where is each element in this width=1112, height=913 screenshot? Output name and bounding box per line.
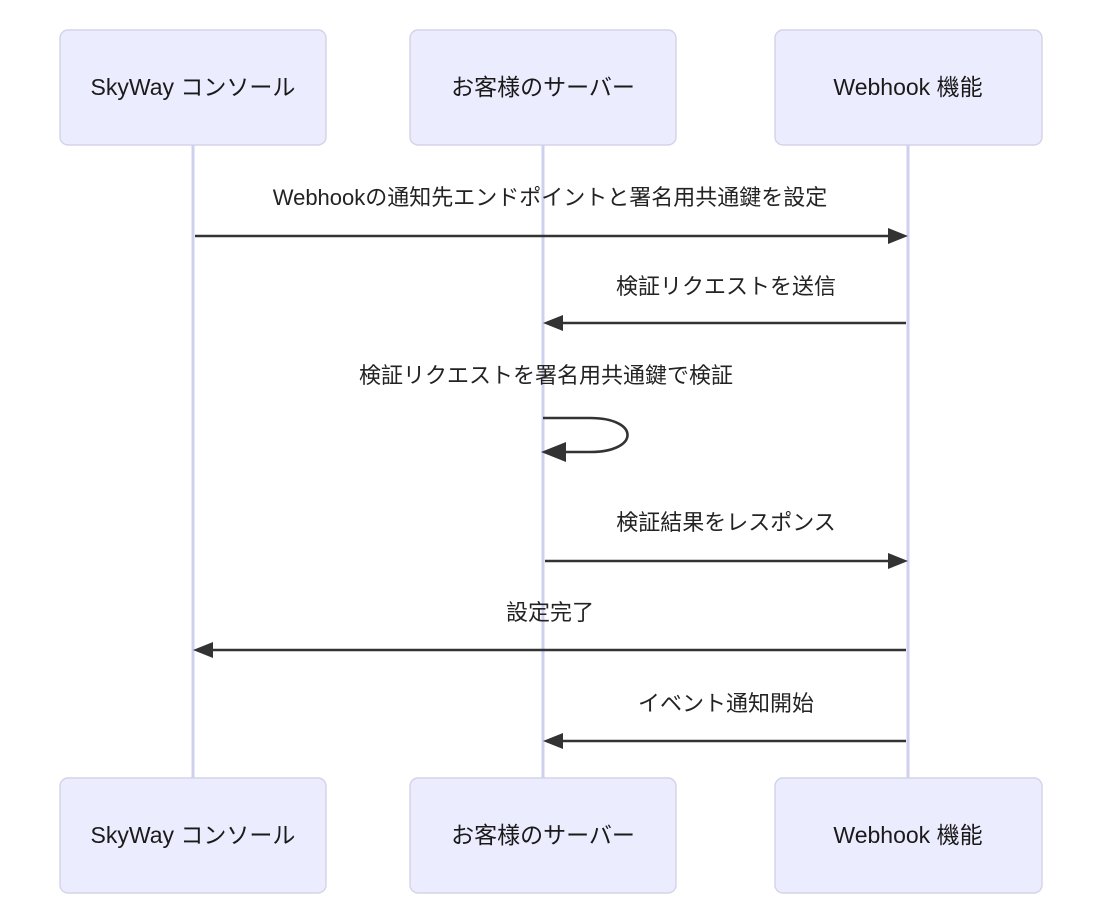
message-3-label: 検証リクエストを署名用共通鍵で検証 (359, 363, 733, 388)
message-1-arrowhead (888, 228, 908, 244)
message-3-arrowhead (541, 442, 566, 462)
actor-label-webhook-bottom: Webhook 機能 (833, 822, 982, 848)
actor-label-customer-server-bottom: お客様のサーバー (451, 822, 635, 848)
message-5-label: 設定完了 (506, 600, 594, 625)
message-2-label: 検証リクエストを送信 (616, 274, 836, 299)
actor-rect-console-top[interactable] (59, 29, 327, 146)
lifelines-group (191, 145, 910, 778)
message-3-self-loop[interactable]: 検証リクエストを署名用共通鍵で検証 (359, 363, 733, 462)
message-5-arrowhead (193, 642, 213, 658)
actor-label-console-top: SkyWay コンソール (91, 74, 296, 100)
message-4[interactable]: 検証結果をレスポンス (545, 510, 908, 569)
actor-box-console-bottom[interactable]: SkyWay コンソール (59, 777, 327, 894)
actor-boxes-bottom: SkyWay コンソール お客様のサーバー Webhook 機能 (59, 777, 1043, 894)
message-5[interactable]: 設定完了 (193, 600, 906, 658)
message-6-arrowhead (543, 733, 563, 749)
message-3-loop-path[interactable] (543, 416, 629, 454)
actor-boxes-top: SkyWay コンソール お客様のサーバー Webhook 機能 (59, 29, 1043, 146)
actor-rect-customer-server-top[interactable] (409, 29, 677, 146)
actor-rect-customer-server-bottom[interactable] (409, 777, 677, 894)
actor-box-webhook-top[interactable]: Webhook 機能 (774, 29, 1043, 146)
actor-rect-console-bottom[interactable] (59, 777, 327, 894)
actor-rect-webhook-bottom[interactable] (774, 777, 1043, 894)
actor-label-webhook-top: Webhook 機能 (833, 74, 982, 100)
actor-box-customer-server-bottom[interactable]: お客様のサーバー (409, 777, 677, 894)
message-6-label: イベント通知開始 (638, 691, 814, 716)
actor-box-webhook-bottom[interactable]: Webhook 機能 (774, 777, 1043, 894)
message-4-label: 検証結果をレスポンス (616, 510, 836, 535)
actor-rect-webhook-top[interactable] (774, 29, 1043, 146)
actor-box-console-top[interactable]: SkyWay コンソール (59, 29, 327, 146)
message-1[interactable]: Webhookの通知先エンドポイントと署名用共通鍵を設定 (195, 185, 908, 244)
message-2-arrowhead (543, 315, 563, 331)
message-4-arrowhead (888, 553, 908, 569)
message-6[interactable]: イベント通知開始 (543, 691, 906, 749)
message-2[interactable]: 検証リクエストを送信 (543, 274, 906, 331)
message-1-label: Webhookの通知先エンドポイントと署名用共通鍵を設定 (273, 185, 828, 210)
actor-box-customer-server-top[interactable]: お客様のサーバー (409, 29, 677, 146)
actor-label-console-bottom: SkyWay コンソール (91, 822, 296, 848)
actor-label-customer-server-top: お客様のサーバー (451, 74, 635, 100)
